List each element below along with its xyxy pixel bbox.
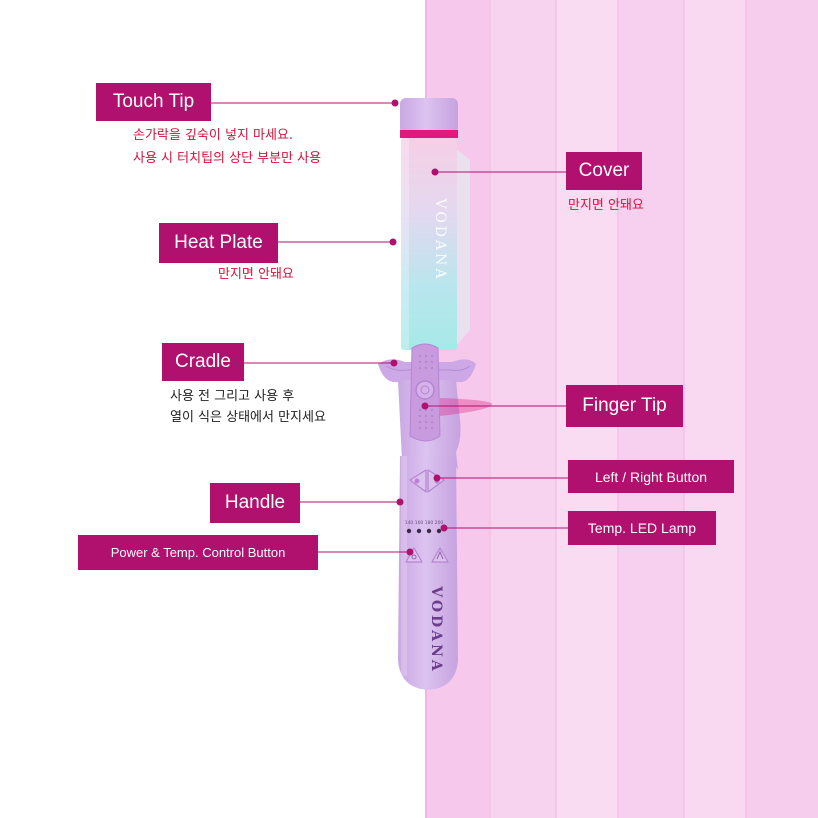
temp-mark: 180 xyxy=(425,520,434,526)
cover-note: 만지면 안돼요 xyxy=(568,198,644,213)
power-temp-button-label: Power & Temp. Control Button xyxy=(78,535,318,570)
temp-mark: 140 xyxy=(405,520,414,526)
touch-tip-note-1: 손가락을 깊숙이 넣지 마세요. xyxy=(133,128,294,143)
heat-plate-label: Heat Plate xyxy=(159,223,278,263)
left-right-button-label: Left / Right Button xyxy=(568,460,734,493)
barrel-brand-text: VODANA xyxy=(432,197,448,281)
finger-tip-label: Finger Tip xyxy=(566,385,683,427)
touch-tip-label: Touch Tip xyxy=(96,83,211,121)
temp-led-lamp xyxy=(406,528,442,534)
heat-plate-note: 만지면 안돼요 xyxy=(218,267,294,282)
temp-led-lamp-label: Temp. LED Lamp xyxy=(568,511,716,545)
handle-brand-text: VODANA xyxy=(428,585,444,673)
cradle-note-1: 사용 전 그리고 사용 후 xyxy=(170,389,295,404)
cradle-label: Cradle xyxy=(162,343,244,381)
cover xyxy=(457,150,470,345)
cover-label: Cover xyxy=(566,152,642,190)
touch-tip xyxy=(400,98,458,138)
handle xyxy=(398,456,458,690)
handle-label: Handle xyxy=(210,483,300,523)
heat-plate-barrel: VODANA xyxy=(401,138,457,350)
temp-mark: 160 xyxy=(415,520,424,526)
touch-tip-note-2: 사용 시 터치팁의 상단 부분만 사용 xyxy=(133,151,322,166)
temp-scale: 140 160 180 200 xyxy=(405,520,444,526)
cradle-note-2: 열이 식은 상태에서 만지세요 xyxy=(170,410,326,425)
finger-tip xyxy=(409,343,492,442)
temp-mark: 200 xyxy=(435,520,444,526)
